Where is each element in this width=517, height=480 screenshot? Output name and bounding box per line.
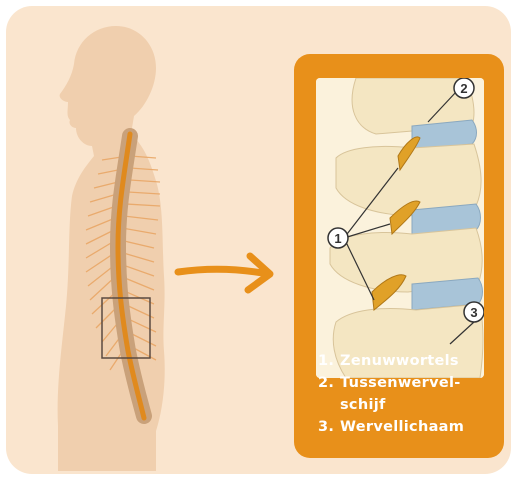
detail-panel: 1 2 3 1. Zenuwwortels 2. Tussenwervel- — [294, 54, 504, 458]
legend-item-2: 2. Tussenwervel- — [318, 372, 498, 394]
illustration-card: 1 2 3 1. Zenuwwortels 2. Tussenwervel- — [6, 6, 511, 474]
legend-number: 1. — [318, 350, 340, 372]
callout-1-label: 1 — [334, 231, 341, 246]
legend-number: 3. — [318, 416, 340, 438]
callout-3: 3 — [464, 302, 484, 322]
callout-1: 1 — [328, 228, 348, 248]
legend-number: 2. — [318, 372, 340, 394]
callout-3-label: 3 — [470, 305, 477, 320]
callout-2-label: 2 — [460, 81, 467, 96]
callout-2: 2 — [454, 78, 474, 98]
legend-item-3: 3. Wervellichaam — [318, 416, 498, 438]
legend-label: Wervellichaam — [340, 416, 464, 438]
vertebrae-illustration: 1 2 3 — [316, 78, 484, 378]
legend-label: Tussenwervel- — [340, 372, 461, 394]
legend: 1. Zenuwwortels 2. Tussenwervel- schijf … — [318, 350, 498, 438]
human-silhouette — [6, 6, 286, 474]
arrow-icon — [178, 256, 270, 290]
legend-label: Zenuwwortels — [340, 350, 459, 372]
spine-closeup: 1 2 3 — [316, 78, 484, 378]
legend-item-1: 1. Zenuwwortels — [318, 350, 498, 372]
legend-label-continuation: schijf — [318, 394, 498, 416]
